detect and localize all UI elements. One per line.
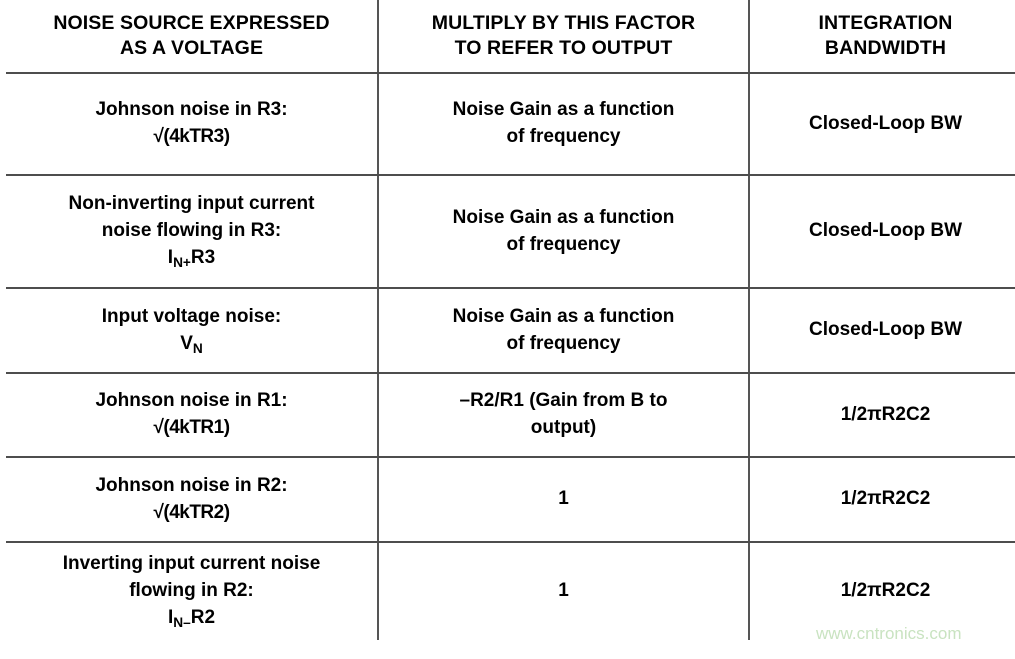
cell-integration-bandwidth: Closed-Loop BW bbox=[749, 175, 1015, 289]
multiply-factor-line1: Noise Gain as a function bbox=[452, 99, 675, 121]
cell-multiply-factor: 1 bbox=[378, 542, 750, 640]
noise-source-formula: √(4kTR2) bbox=[18, 500, 365, 527]
noise-source-label-2: flowing in R2: bbox=[129, 580, 254, 602]
table-row: Johnson noise in R1: √(4kTR1) –R2/R1 (Ga… bbox=[0, 373, 1015, 458]
cell-multiply-factor: –R2/R1 (Gain from B to output) bbox=[378, 373, 750, 458]
multiply-factor-line2: of frequency bbox=[506, 332, 621, 354]
header-noise-source-line2: AS A VOLTAGE bbox=[119, 37, 264, 59]
table-row: Non-inverting input current noise flowin… bbox=[0, 175, 1015, 289]
cell-noise-source: Johnson noise in R1: √(4kTR1) bbox=[6, 373, 379, 458]
noise-source-formula: IN+R3 bbox=[18, 245, 365, 272]
header-multiply-factor: MULTIPLY BY THIS FACTOR TO REFER TO OUTP… bbox=[378, 0, 750, 74]
table-body: Johnson noise in R3: √(4kTR3) Noise Gain… bbox=[0, 73, 1015, 640]
noise-source-label: Non-inverting input current bbox=[68, 193, 315, 215]
formula-subscript: N– bbox=[173, 615, 191, 631]
formula-base: √(4kTR3) bbox=[153, 126, 230, 147]
cell-noise-source: Johnson noise in R2: √(4kTR2) bbox=[6, 457, 379, 543]
formula-suffix: R2 bbox=[190, 606, 216, 628]
header-integration-bandwidth: INTEGRATION BANDWIDTH bbox=[749, 0, 1015, 74]
noise-source-formula: IN–R2 bbox=[18, 605, 365, 632]
multiply-factor-line1: Noise Gain as a function bbox=[452, 305, 675, 327]
cell-multiply-factor: Noise Gain as a function of frequency bbox=[378, 73, 750, 176]
cell-integration-bandwidth: 1/2πR2C2 bbox=[840, 580, 931, 602]
multiply-factor-line2: of frequency bbox=[506, 126, 621, 147]
noise-source-label-2: noise flowing in R3: bbox=[101, 220, 282, 242]
noise-source-label: Johnson noise in R2: bbox=[95, 474, 288, 496]
table-header: NOISE SOURCE EXPRESSED AS A VOLTAGE MULT… bbox=[0, 0, 1015, 74]
noise-source-label: Input voltage noise: bbox=[101, 305, 282, 327]
cell-integration-bandwidth: 1/2πR2C2 bbox=[749, 457, 1015, 543]
table-row: Johnson noise in R2: √(4kTR2) 1 1/2πR2C2 bbox=[0, 457, 1015, 543]
cell-integration-bandwidth: Closed-Loop BW bbox=[749, 73, 1015, 176]
cell-integration-bandwidth: Closed-Loop BW bbox=[749, 288, 1015, 374]
formula-suffix: R3 bbox=[190, 246, 216, 268]
header-integration-bandwidth-line1: INTEGRATION bbox=[818, 12, 953, 35]
multiply-factor-line1: 1 bbox=[558, 580, 569, 602]
multiply-factor-line1: 1 bbox=[558, 488, 569, 510]
header-integration-bandwidth-line2: BANDWIDTH bbox=[824, 37, 947, 59]
cell-noise-source: Non-inverting input current noise flowin… bbox=[6, 175, 379, 289]
table-row: Inverting input current noise flowing in… bbox=[0, 542, 1015, 640]
multiply-factor-line2: of frequency bbox=[506, 233, 621, 255]
formula-base: I bbox=[167, 606, 174, 628]
header-multiply-factor-line2: TO REFER TO OUTPUT bbox=[454, 37, 673, 59]
cell-noise-source: Johnson noise in R3: √(4kTR3) bbox=[6, 73, 379, 176]
noise-source-formula: √(4kTR1) bbox=[18, 415, 365, 442]
noise-source-formula: √(4kTR3) bbox=[18, 124, 365, 151]
table-row: Input voltage noise: VN Noise Gain as a … bbox=[0, 288, 1015, 374]
header-noise-source-line1: NOISE SOURCE EXPRESSED bbox=[53, 12, 330, 35]
formula-base: V bbox=[180, 332, 193, 354]
cell-noise-source: Input voltage noise: VN bbox=[6, 288, 379, 374]
cell-multiply-factor: 1 bbox=[378, 457, 750, 543]
cell-noise-source: Inverting input current noise flowing in… bbox=[6, 542, 379, 640]
noise-source-label: Inverting input current noise bbox=[62, 553, 321, 575]
noise-source-label: Johnson noise in R3: bbox=[95, 99, 288, 121]
multiply-factor-line1: Noise Gain as a function bbox=[452, 206, 675, 228]
table-row: Johnson noise in R3: √(4kTR3) Noise Gain… bbox=[0, 73, 1015, 176]
cell-integration-bandwidth: 1/2πR2C2 bbox=[749, 373, 1015, 458]
formula-subscript: N bbox=[192, 340, 203, 356]
header-noise-source: NOISE SOURCE EXPRESSED AS A VOLTAGE bbox=[6, 0, 379, 74]
noise-contributions-table: NOISE SOURCE EXPRESSED AS A VOLTAGE MULT… bbox=[0, 0, 1015, 640]
cell-multiply-factor: Noise Gain as a function of frequency bbox=[378, 288, 750, 374]
noise-source-label: Johnson noise in R1: bbox=[95, 390, 288, 412]
site-watermark: www.cntronics.com bbox=[816, 624, 962, 643]
formula-subscript: N+ bbox=[173, 255, 191, 271]
cell-multiply-factor: Noise Gain as a function of frequency bbox=[378, 175, 750, 289]
formula-base: √(4kTR1) bbox=[153, 417, 230, 438]
header-multiply-factor-line1: MULTIPLY BY THIS FACTOR bbox=[431, 12, 696, 35]
multiply-factor-line2: output) bbox=[530, 417, 597, 438]
noise-source-formula: VN bbox=[18, 331, 365, 358]
multiply-factor-line1: –R2/R1 (Gain from B to bbox=[459, 390, 668, 412]
formula-base: I bbox=[167, 246, 174, 268]
formula-base: √(4kTR2) bbox=[153, 501, 230, 523]
header-row: NOISE SOURCE EXPRESSED AS A VOLTAGE MULT… bbox=[0, 0, 1015, 74]
